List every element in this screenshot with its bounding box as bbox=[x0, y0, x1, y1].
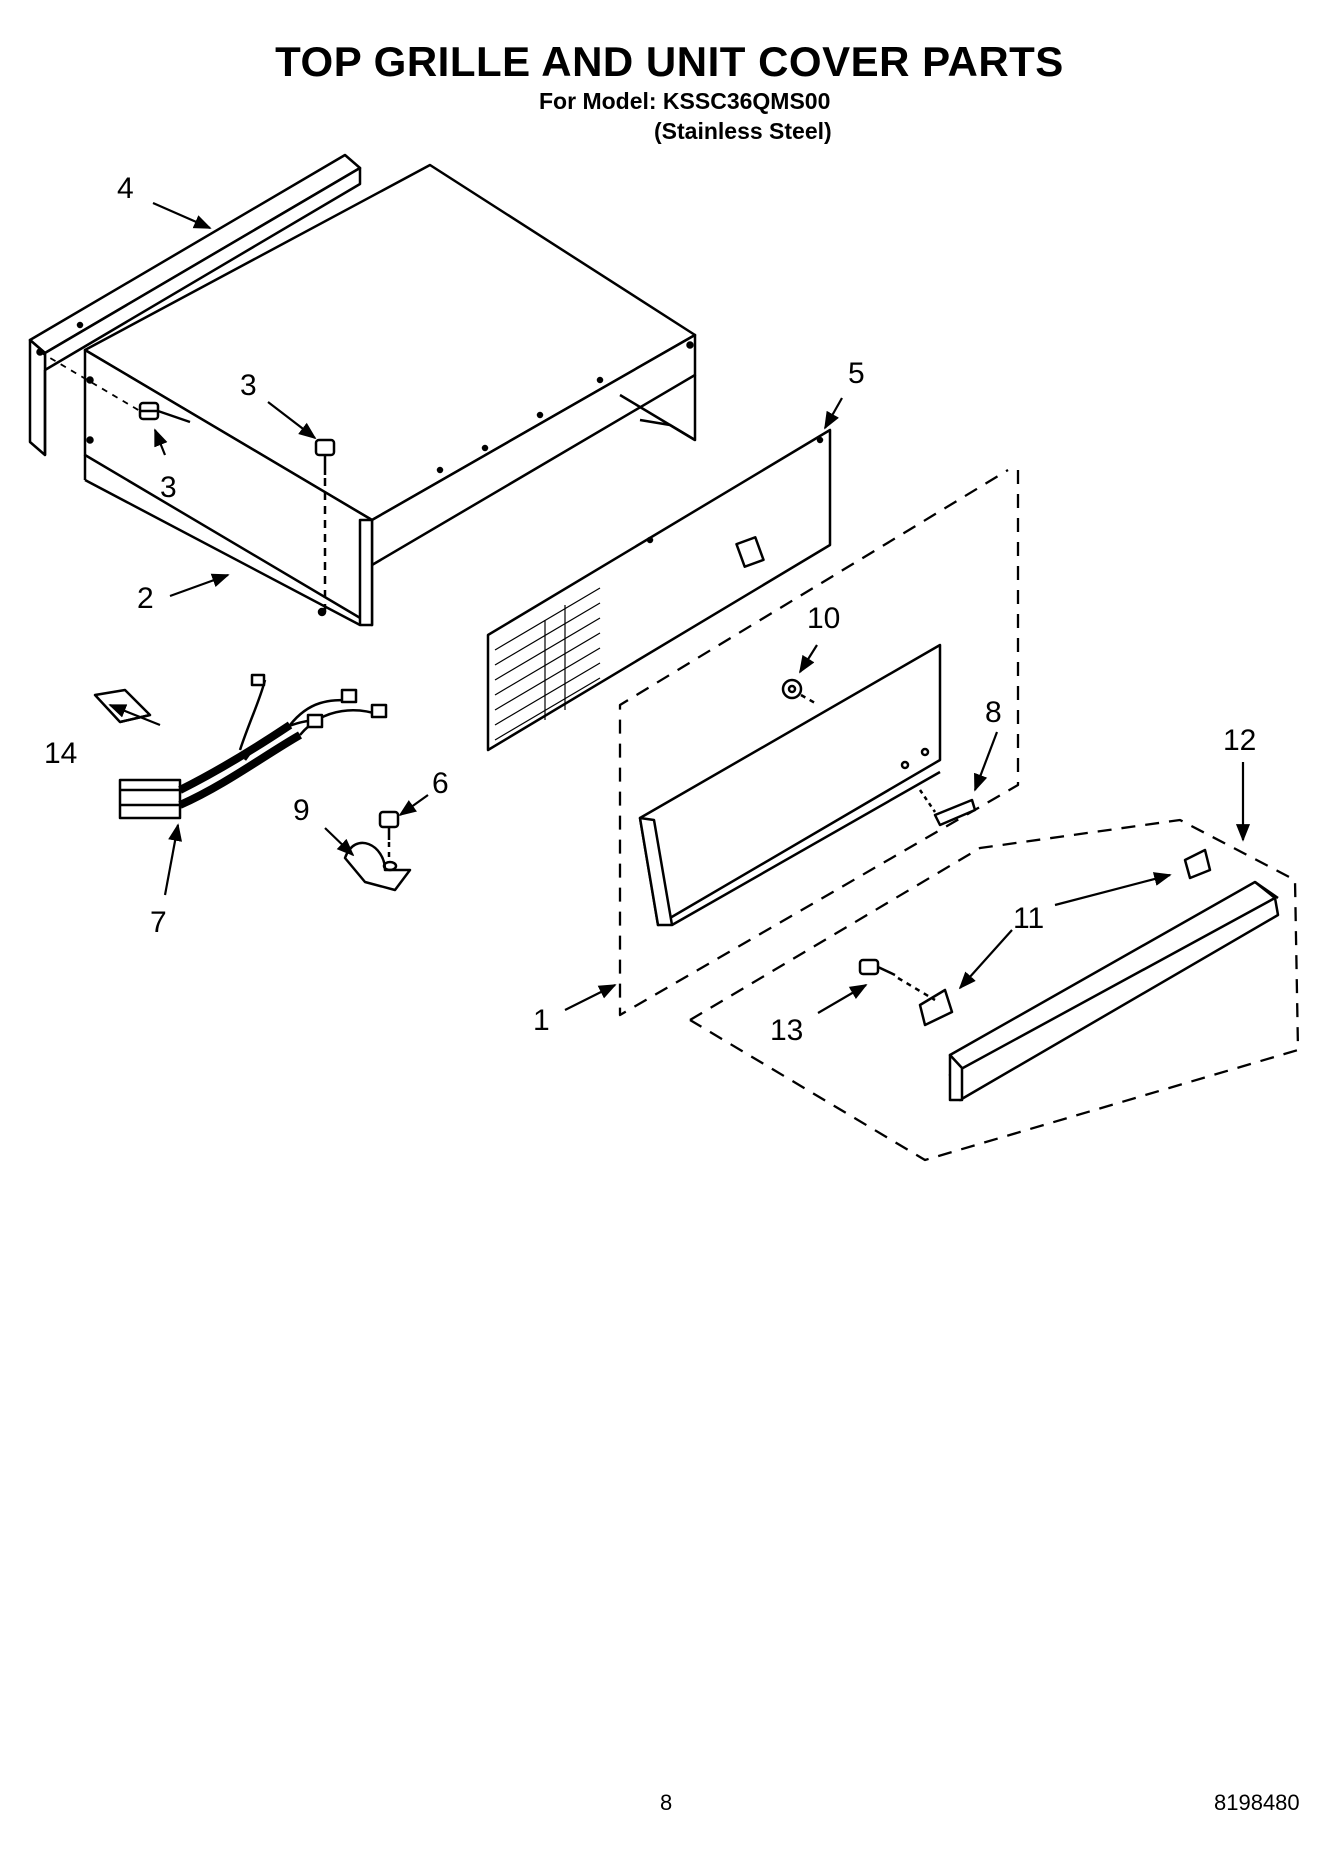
callout-2: 2 bbox=[137, 582, 154, 615]
callout-4: 4 bbox=[117, 172, 134, 205]
callout-3-a: 3 bbox=[160, 471, 177, 504]
document-number: 8198480 bbox=[1214, 1790, 1300, 1815]
clip-part bbox=[918, 789, 977, 827]
rear-panel-part bbox=[486, 428, 832, 752]
screw-part-6 bbox=[378, 810, 400, 858]
screw-part-a bbox=[138, 401, 191, 424]
bracket-part-11-b bbox=[918, 988, 954, 1027]
callout-9: 9 bbox=[293, 794, 310, 827]
callout-11: 11 bbox=[1013, 902, 1044, 935]
wire-harness-part bbox=[118, 673, 388, 820]
finish-line: (Stainless Steel) bbox=[654, 118, 832, 144]
rear-channel-part bbox=[28, 153, 362, 457]
callout-14: 14 bbox=[44, 737, 77, 770]
trim-assembly-boundary bbox=[689, 818, 1300, 1162]
nut-part bbox=[781, 678, 816, 705]
clamp-part bbox=[343, 841, 412, 892]
screw-part-13 bbox=[858, 958, 936, 1002]
callout-3-b: 3 bbox=[240, 369, 257, 402]
callout-12: 12 bbox=[1223, 724, 1256, 757]
bracket-part-11-a bbox=[1183, 848, 1212, 880]
grille-assembly-boundary bbox=[618, 469, 1020, 1017]
page-number: 8 bbox=[660, 1790, 673, 1815]
callout-8: 8 bbox=[985, 696, 1002, 729]
callout-6: 6 bbox=[432, 767, 449, 800]
model-line: For Model: KSSC36QMS00 bbox=[539, 88, 831, 114]
callout-10: 10 bbox=[807, 602, 840, 635]
page-title: TOP GRILLE AND UNIT COVER PARTS bbox=[275, 38, 1064, 85]
callout-7: 7 bbox=[150, 906, 167, 939]
trim-bar-part bbox=[948, 880, 1280, 1102]
callout-1: 1 bbox=[533, 1004, 550, 1037]
callout-5: 5 bbox=[848, 357, 865, 390]
callout-13: 13 bbox=[770, 1014, 803, 1047]
screw-part-b bbox=[314, 438, 336, 612]
top-grille-part bbox=[638, 643, 942, 927]
unit-cover-part bbox=[83, 163, 697, 627]
